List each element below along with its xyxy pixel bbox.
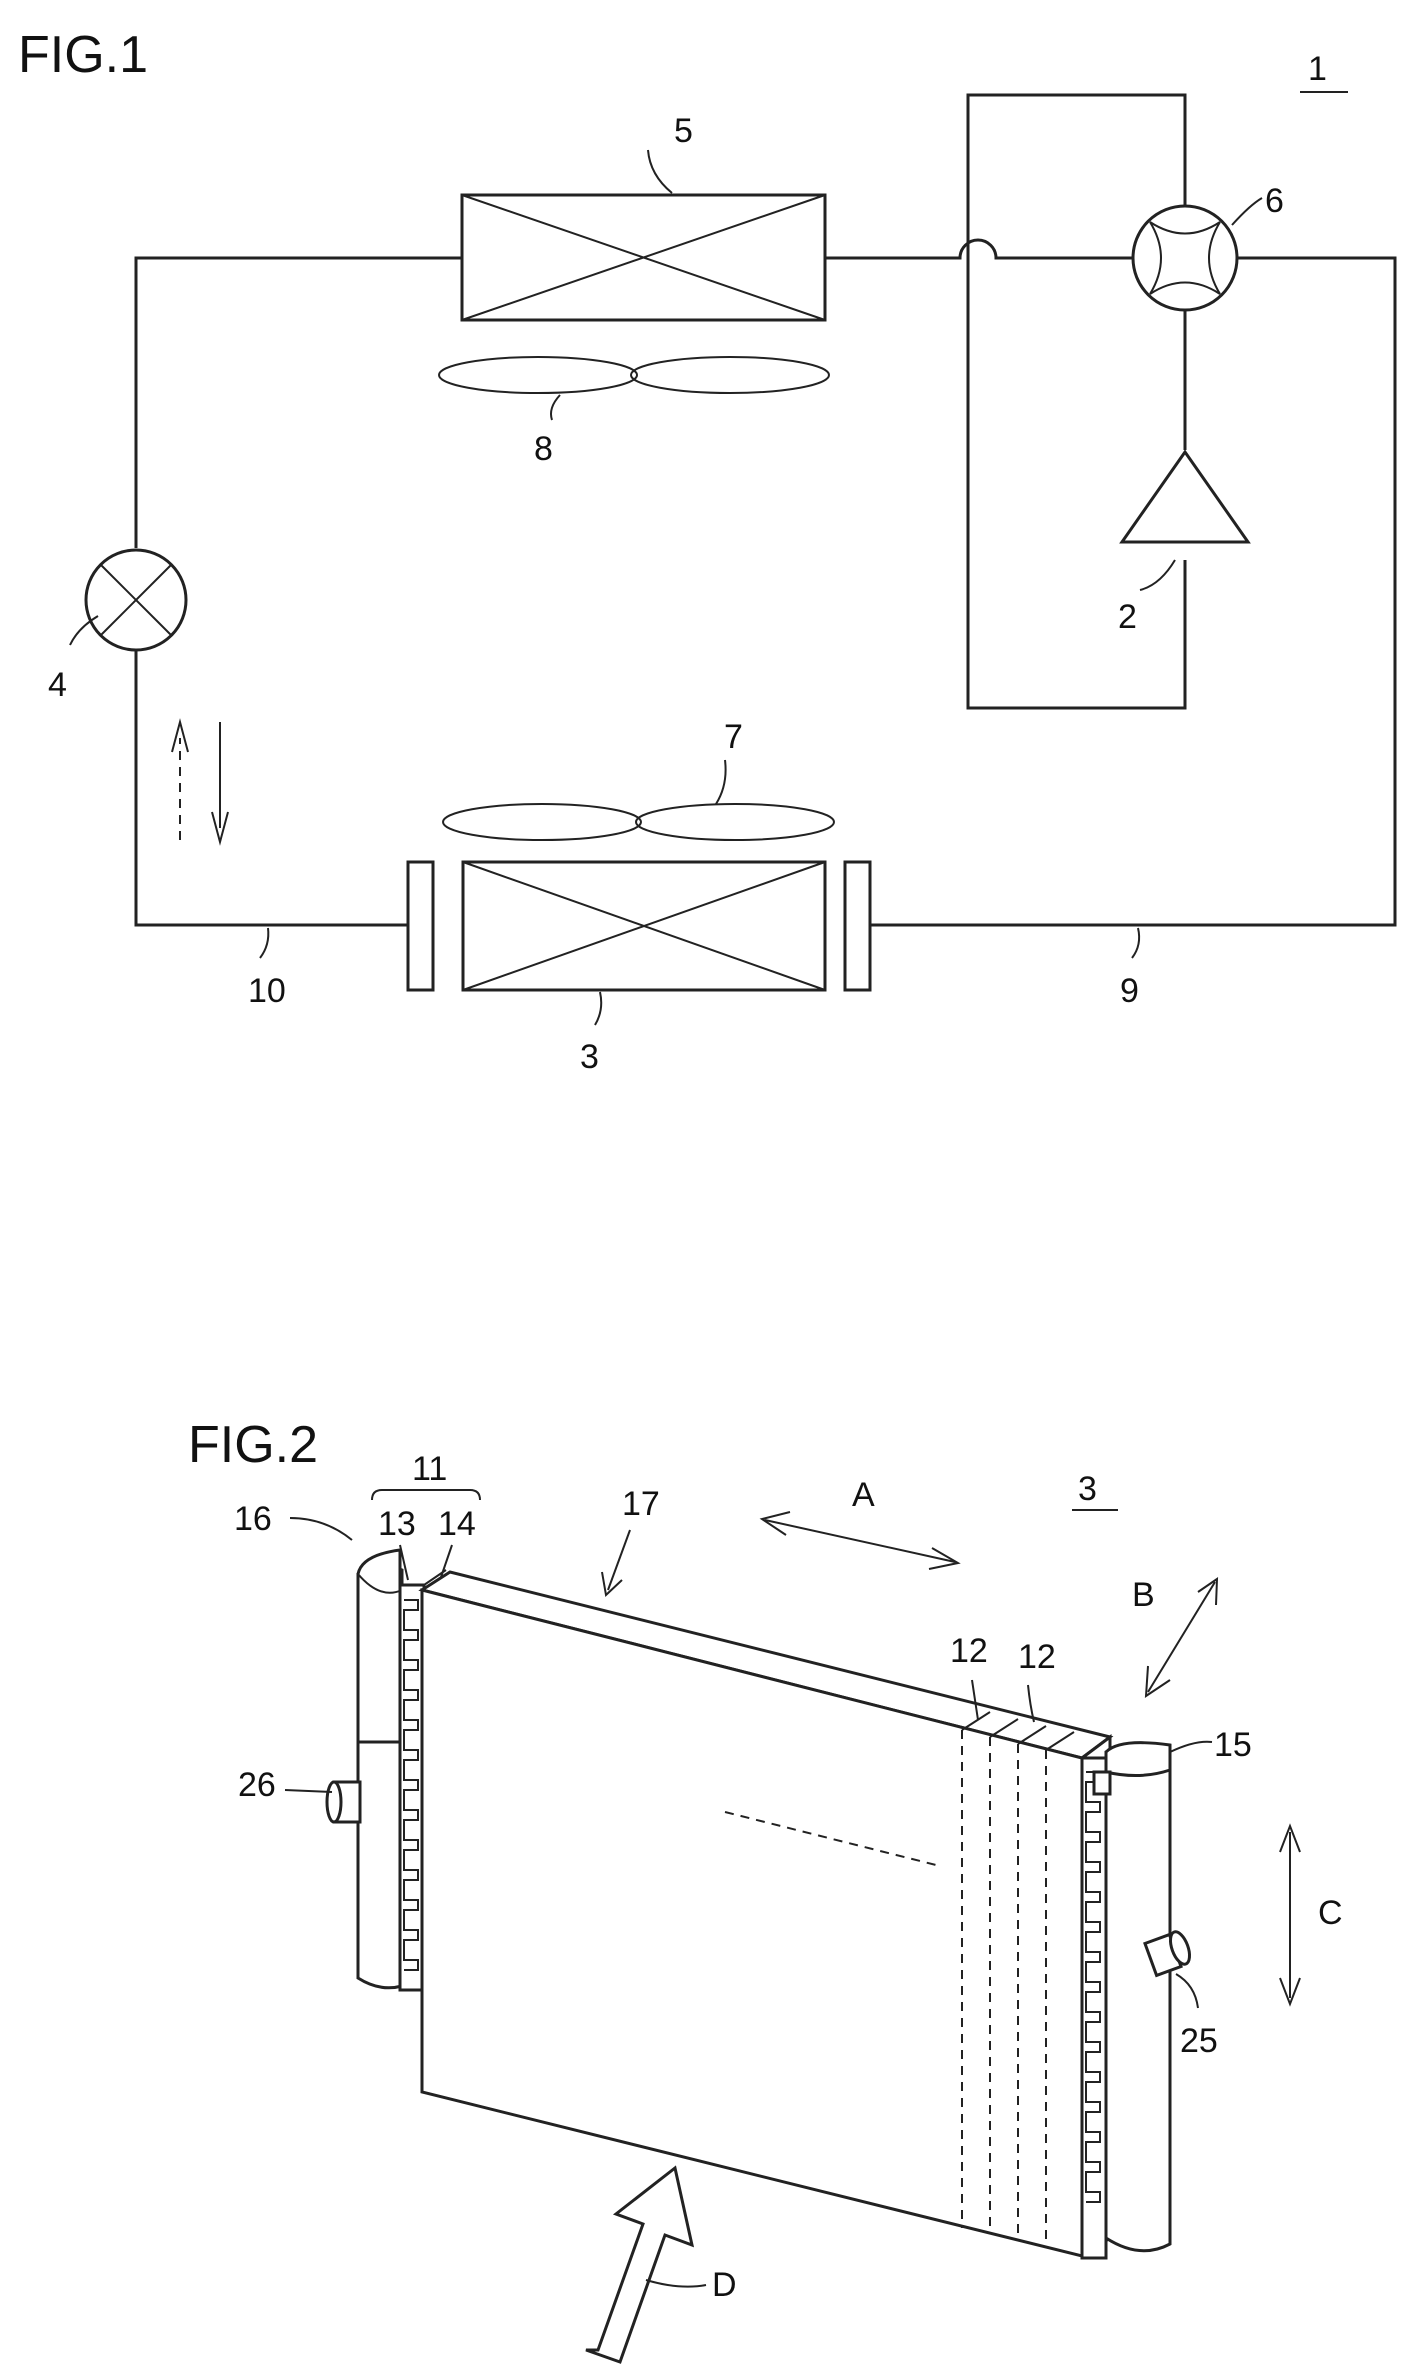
fig1-ref-system: 1 <box>1308 50 1327 88</box>
left-header-pipe <box>358 1550 402 1988</box>
pipe-bottom-left <box>136 650 408 925</box>
fig1: FIG.1 1 5 8 <box>18 26 1395 1076</box>
leader-16 <box>290 1518 352 1540</box>
pipe-top-right-crossover <box>825 240 1132 258</box>
label-four-way-valve: 6 <box>1265 182 1284 220</box>
airflow-arrow-d <box>586 2168 692 2362</box>
label-header-b: 14 <box>438 1505 476 1543</box>
label-dir-a: A <box>852 1476 875 1514</box>
right-header-tab <box>1094 1772 1110 1794</box>
label-indoor-hx: 3 <box>580 1038 599 1076</box>
heat-exchanger-core <box>422 1572 1110 2256</box>
direction-arrow-b <box>1146 1579 1217 1696</box>
label-port-right: 25 <box>1180 2022 1218 2060</box>
direction-arrow-a <box>762 1512 958 1569</box>
compressor <box>1122 452 1248 542</box>
label-indoor-fan: 7 <box>724 718 743 756</box>
four-way-valve <box>1133 206 1237 310</box>
leader-25 <box>1176 1974 1198 2008</box>
label-header-group: 11 <box>412 1450 447 1488</box>
leader-15 <box>1170 1742 1212 1752</box>
fig2-ref-hx: 3 <box>1078 1470 1097 1508</box>
label-dir-c: C <box>1318 1894 1343 1932</box>
fig2-title: FIG.2 <box>188 1416 318 1474</box>
expansion-valve <box>86 550 186 650</box>
leader-3 <box>595 992 601 1025</box>
right-fin-strip <box>1082 1758 1106 2258</box>
label-tube-2: 12 <box>1018 1638 1056 1676</box>
leader-7 <box>716 760 726 804</box>
fig2: FIG.2 3 11 13 14 16 26 <box>188 1416 1343 2362</box>
compressor-loop <box>968 95 1185 708</box>
direction-arrow-c <box>1280 1826 1300 2004</box>
indoor-heat-exchanger <box>408 862 870 990</box>
label-compressor: 2 <box>1118 598 1137 636</box>
label-port-left: 26 <box>238 1766 276 1804</box>
label-dir-b: B <box>1132 1576 1155 1614</box>
right-header-pipe <box>1106 1743 1170 2251</box>
port-left <box>327 1782 360 1822</box>
label-header-a: 13 <box>378 1505 416 1543</box>
leader-17 <box>608 1530 630 1590</box>
outdoor-fan <box>439 357 829 393</box>
outdoor-heat-exchanger <box>462 195 825 320</box>
label-outdoor-hx: 5 <box>674 112 693 150</box>
indoor-fan <box>443 804 834 840</box>
leader-6 <box>1232 198 1262 225</box>
leader-9 <box>1132 928 1139 958</box>
leader-10 <box>260 928 268 958</box>
leader-26 <box>285 1790 332 1792</box>
pipe-right-loop <box>870 258 1395 925</box>
label-pipe-left: 10 <box>248 972 286 1010</box>
flow-arrow-up-dashed <box>172 722 188 840</box>
label-tube-1: 12 <box>950 1632 988 1670</box>
label-outdoor-fan: 8 <box>534 430 553 468</box>
label-header-left: 16 <box>234 1500 272 1538</box>
bracket-11 <box>372 1490 480 1500</box>
label-expansion-valve: 4 <box>48 666 67 704</box>
fig1-title: FIG.1 <box>18 26 148 84</box>
label-fin-region: 17 <box>622 1485 660 1523</box>
leader-d <box>646 2280 706 2287</box>
leader-2 <box>1140 560 1175 590</box>
leader-8 <box>551 395 560 420</box>
flow-arrow-down-solid <box>212 722 228 842</box>
label-header-right: 15 <box>1214 1726 1252 1764</box>
label-pipe-right: 9 <box>1120 972 1139 1010</box>
label-dir-d: D <box>712 2266 737 2304</box>
pipe-top-left <box>136 258 462 548</box>
leader-5 <box>648 150 672 193</box>
arrowhead-17 <box>602 1572 622 1595</box>
